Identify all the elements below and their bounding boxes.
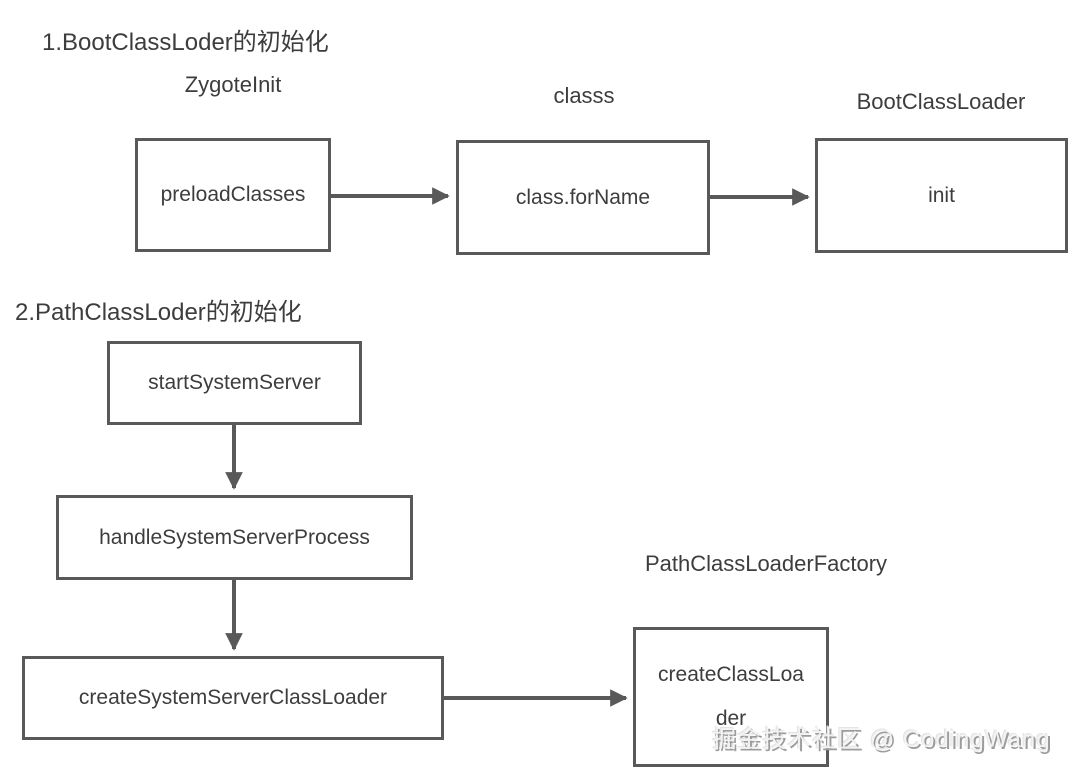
node-createsystemserverclassloader-text: createSystemServerClassLoader [78,686,388,710]
label-zygoteinit: ZygoteInit [184,72,282,97]
label-bootclassloader: BootClassLoader [856,89,1026,114]
watermark: 掘金技术社区 @ CodingWang [712,726,1051,753]
node-classforname: class.forName [456,140,710,255]
node-init: init [815,138,1068,253]
node-classforname-text: class.forName [515,185,651,209]
node-startsystemserver: startSystemServer [107,341,362,425]
section2-title: 2.PathClassLoder的初始化 [15,299,302,326]
node-preloadclasses-text: preloadClasses [160,183,306,207]
node-createsystemserverclassloader: createSystemServerClassLoader [22,656,444,740]
section1-title: 1.BootClassLoder的初始化 [42,29,329,56]
node-createclassloader-text-line1: createClassLoa [658,663,804,686]
node-preloadclasses: preloadClasses [135,138,331,252]
node-handlesystemserverprocess-text: handleSystemServerProcess [99,525,370,549]
node-startsystemserver-text: startSystemServer [148,371,321,395]
label-pathclassloaderfactory: PathClassLoaderFactory [644,551,888,576]
label-classs: classs [553,83,615,108]
node-createclassloader: createClassLoa der [633,627,829,767]
node-init-text: init [928,183,955,207]
node-handlesystemserverprocess: handleSystemServerProcess [56,495,413,580]
node-createclassloader-text-line2: der [715,707,747,730]
